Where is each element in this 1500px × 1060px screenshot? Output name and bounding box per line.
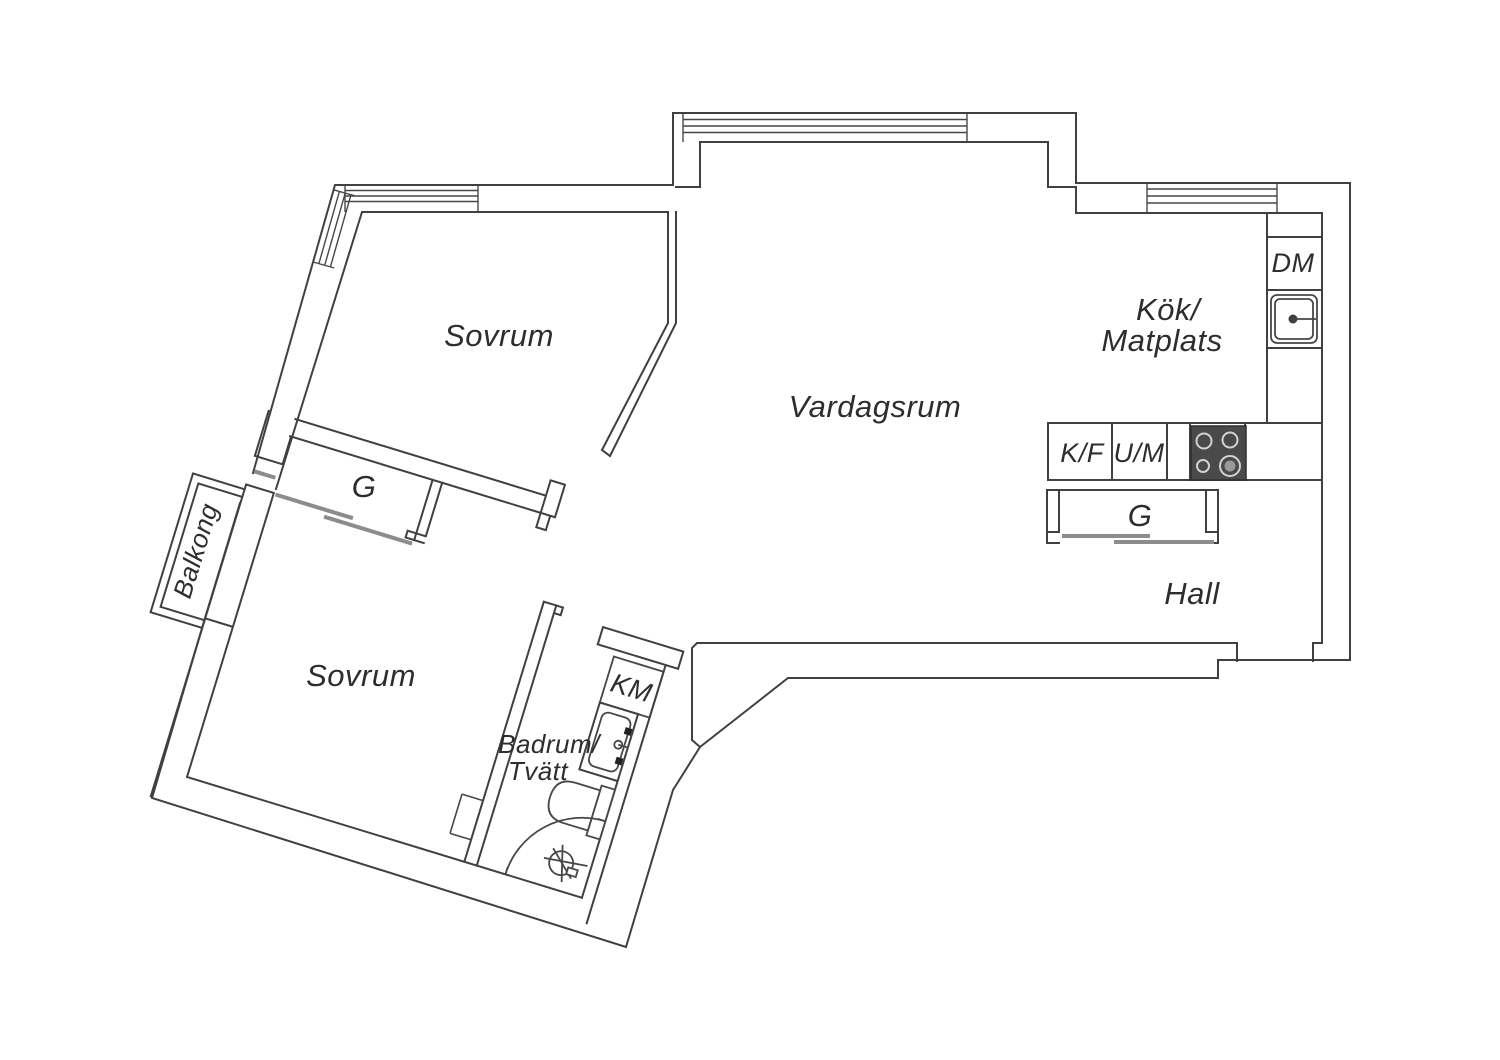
kitchen [1047,212,1323,481]
rotated-block: Balkong KM [149,409,685,925]
balcony-door-threshold [253,469,276,480]
bedroom1-top-window-icon [344,185,479,212]
bedroom2-bathroom-wall [463,600,565,867]
livingroom-bay-window-icon [682,113,968,142]
hall-closet-sliding-door-icon [1062,534,1214,544]
bedroom1-label: Sovrum [444,318,554,353]
kitchen-window-icon [1146,183,1278,213]
bathroom-label-line1: Badrum/ [498,729,602,759]
hall-label: Hall [1164,576,1220,611]
block-walls [149,409,584,899]
inner-faces-top [274,141,1323,749]
hall-closet [1046,489,1219,544]
kitchen-sink-icon [1270,294,1318,344]
corridor-spur-wall [596,625,685,671]
livingroom-label: Vardagsrum [789,389,962,424]
windows [312,113,1278,269]
exterior-walls [150,112,1351,949]
outer-boundary [150,112,1351,949]
closet-sliding-door-icon [274,492,413,546]
sink-fitting [623,727,633,736]
bedroom2-label: Sovrum [306,658,416,693]
bedroom1-livingroom-wall [600,211,677,458]
fridge-label: K/F [1060,438,1105,468]
balcony [149,469,276,630]
stove-icon [1190,425,1247,481]
kitchen-counter-row [1047,422,1323,481]
kitchen-label-line1: Kök/ [1136,292,1203,327]
kitchen-counter-column [1266,212,1323,424]
closet-jamb [404,478,444,545]
shower-icon [504,816,606,883]
oven-label: U/M [1114,438,1165,468]
sink-fitting [614,756,624,766]
closet-g-left-label: G [352,469,377,504]
bathroom-sink-icon [578,701,640,783]
bathroom-label-line2: Tvätt [508,756,570,786]
closet-g-hall-label: G [1128,498,1153,533]
bedroom1-slanted-window-icon [312,189,355,269]
kitchen-label-line2: Matplats [1101,323,1222,358]
dishwasher-label: DM [1272,248,1315,278]
closet-wall-bedroom1 [288,417,567,532]
labels: Sovrum Vardagsrum Kök/ Matplats Hall Sov… [306,248,1314,786]
wall-niche [449,793,484,841]
